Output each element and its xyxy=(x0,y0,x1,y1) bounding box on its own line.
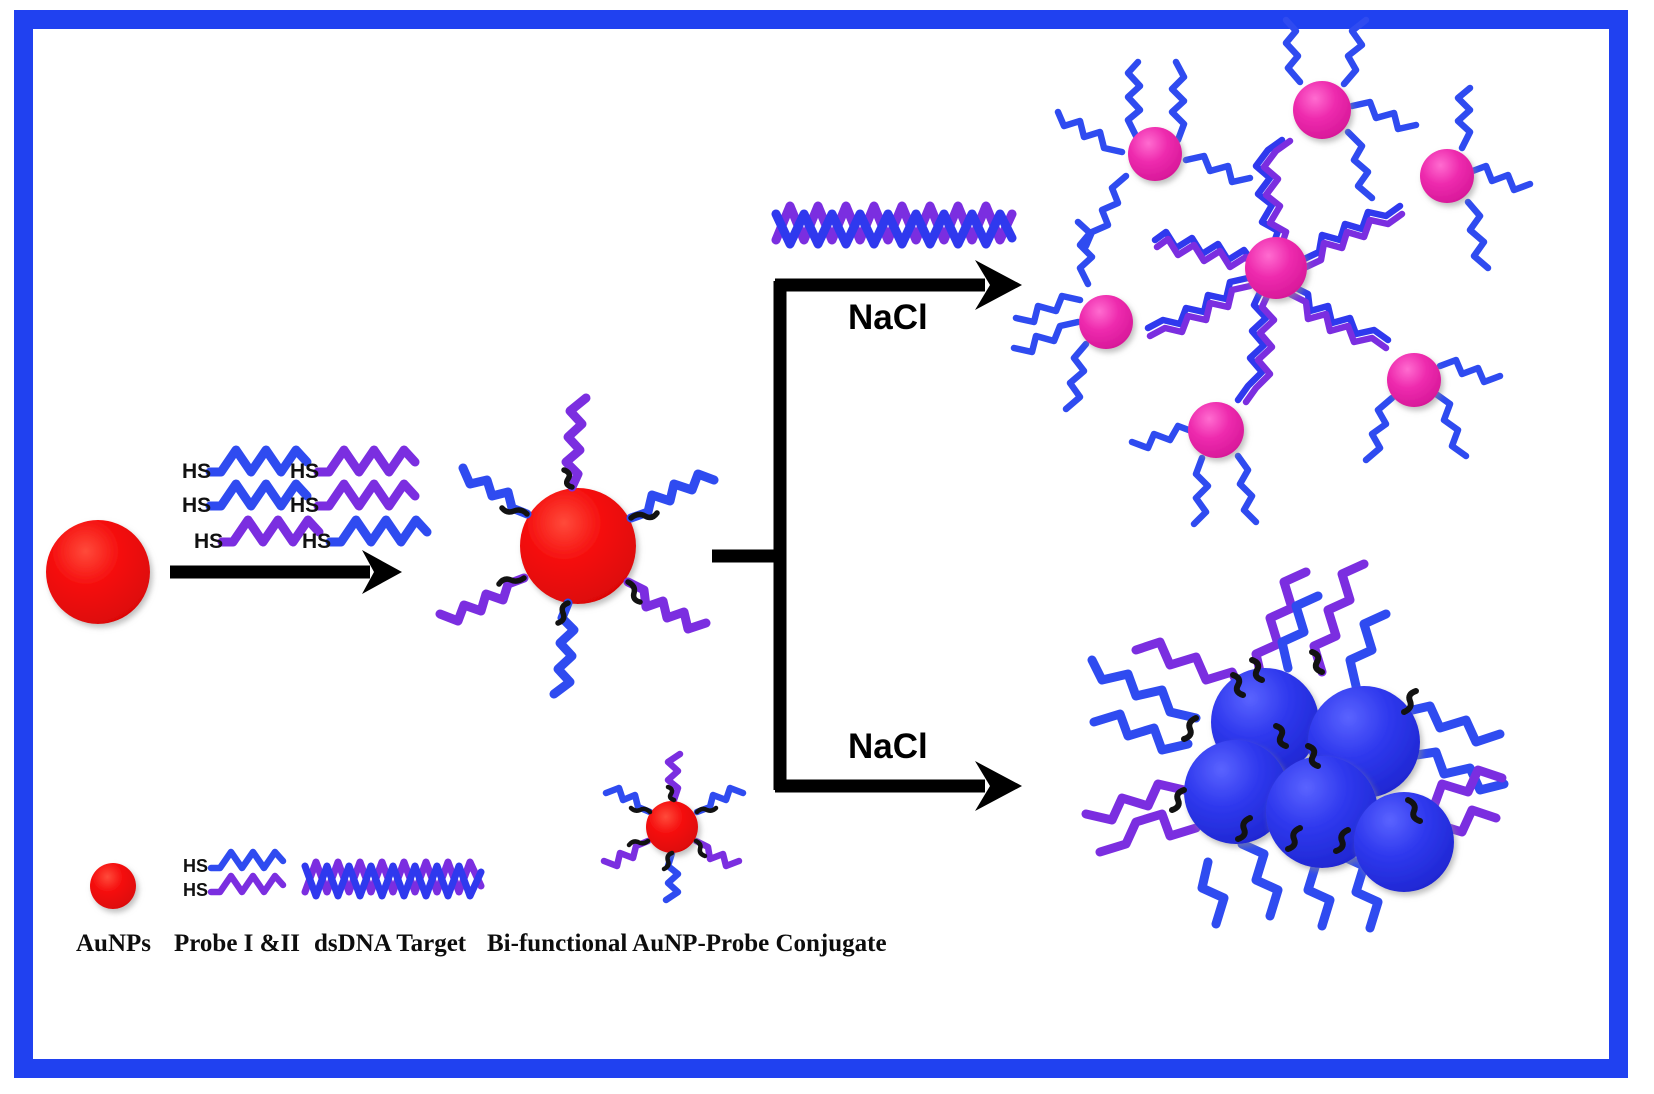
hs-label: HS xyxy=(194,530,224,553)
aggregate-particle xyxy=(1128,127,1182,181)
probe-mixture-group xyxy=(205,445,432,547)
arrowhead-top xyxy=(975,260,1022,310)
branch-arrows xyxy=(712,278,985,793)
legend-label-aunps: AuNPs xyxy=(76,930,152,957)
legend-label-probes: Probe I &II xyxy=(174,930,300,957)
nacl-label-bottom: NaCl xyxy=(848,727,928,766)
aggregate-particle xyxy=(1188,402,1244,458)
cluster-particle xyxy=(1354,792,1454,892)
aggregate-particle xyxy=(1293,81,1351,139)
hs-label: HS xyxy=(290,494,320,517)
nacl-label-top: NaCl xyxy=(848,298,928,337)
hs-label: HS xyxy=(290,460,320,483)
conjugate-sulfur-linkers xyxy=(496,467,660,626)
bare-aunp-particle xyxy=(46,520,150,624)
aggregate-particle xyxy=(1079,295,1133,349)
aggregated-network xyxy=(1010,16,1534,528)
legend-hs-label: HS xyxy=(183,856,209,876)
hs-label: HS xyxy=(302,530,332,553)
aggregate-particle xyxy=(1387,353,1441,407)
legend-label-dsdna: dsDNA Target xyxy=(314,930,467,957)
legend-hs-label: HS xyxy=(183,880,209,900)
aggregate-particle xyxy=(1245,237,1307,299)
legend-conjugate-glyph xyxy=(600,750,747,904)
legend-label-conjugate: Bi-functional AuNP-Probe Conjugate xyxy=(487,930,887,957)
dsdna-target-duplex xyxy=(771,201,1017,249)
dispersed-cluster xyxy=(1081,559,1509,933)
arrowhead-bottom xyxy=(975,761,1022,811)
legend-glyphs xyxy=(90,750,747,909)
conjugate-particle xyxy=(520,488,636,604)
legend-dsdna-glyph xyxy=(301,858,485,900)
hs-label: HS xyxy=(182,494,212,517)
conjugation-arrow xyxy=(170,550,402,594)
cluster-particle xyxy=(1184,740,1288,844)
legend-probe-glyph xyxy=(207,848,287,896)
legend-aunp-glyph xyxy=(90,863,136,909)
aggregate-particle xyxy=(1420,149,1474,203)
hs-label: HS xyxy=(182,460,212,483)
